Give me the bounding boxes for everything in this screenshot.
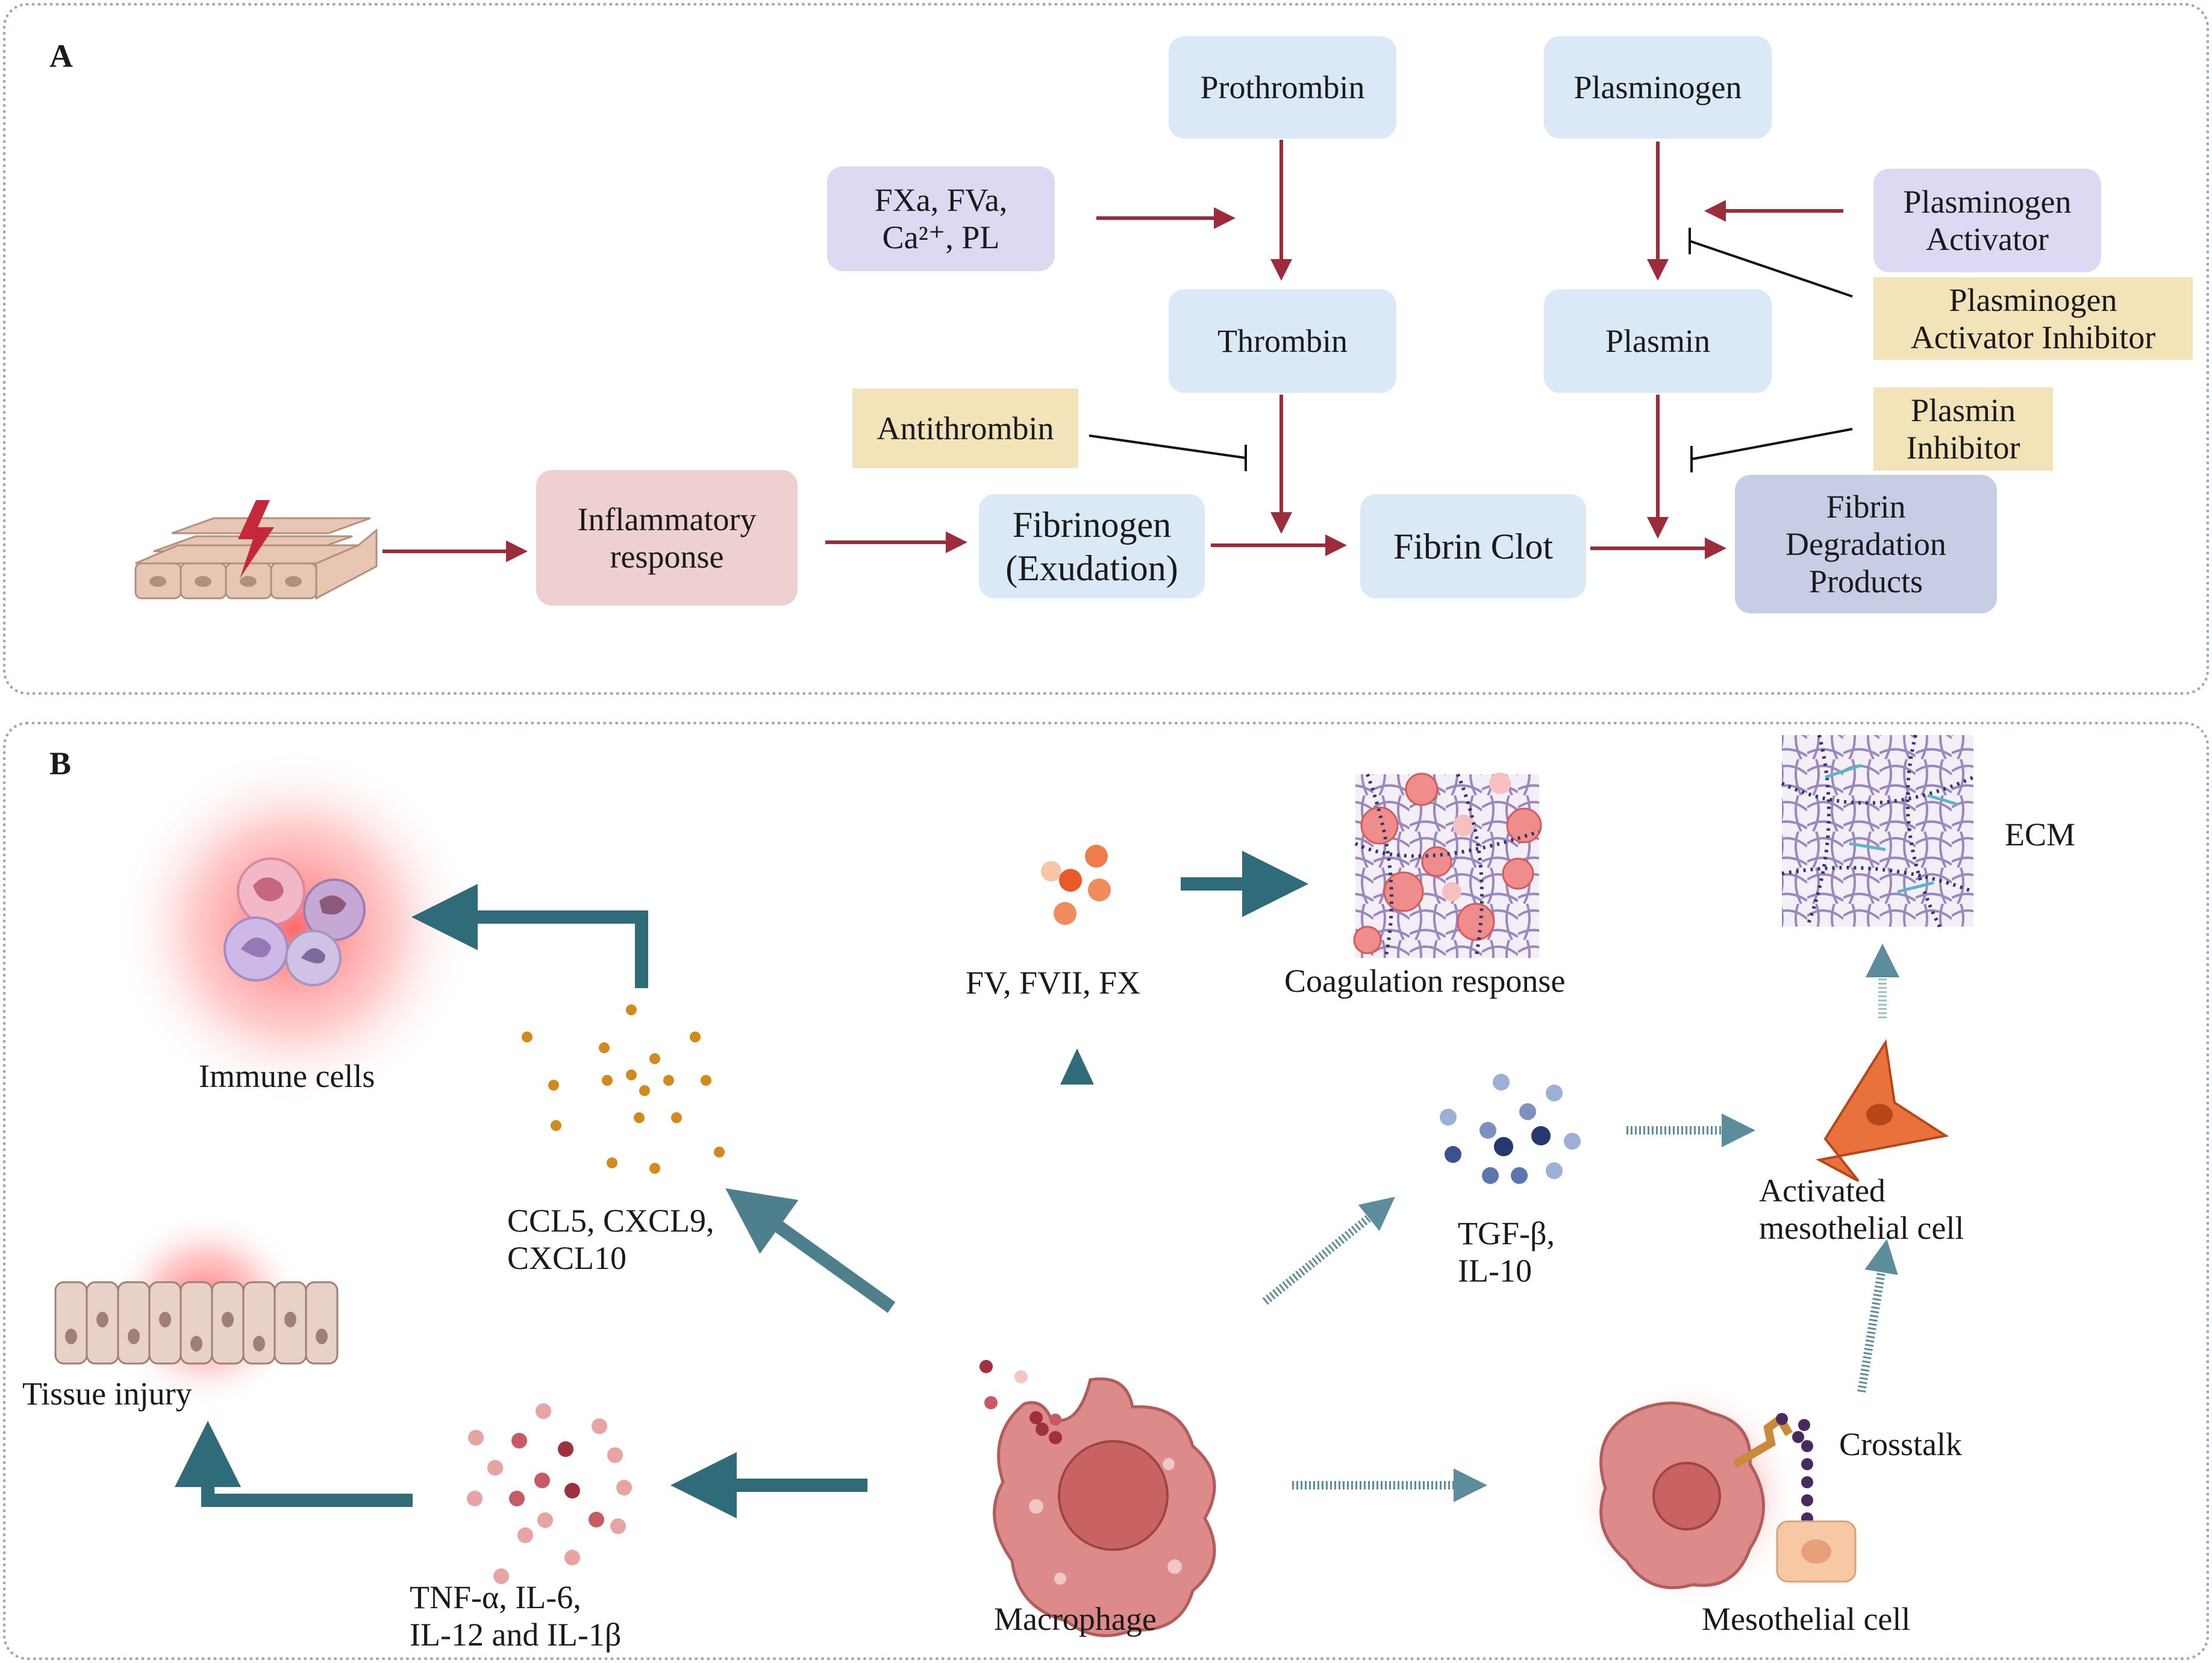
node-thrombin: Thrombin	[1169, 289, 1396, 393]
node-inflammatory-response: Inflammatory response	[536, 470, 798, 606]
arrow-macrophage-to-tgf	[1262, 1197, 1395, 1305]
label-immune-cells: Immune cells	[199, 1058, 375, 1094]
label-coagulation-factors: FV, FVII, FX	[966, 965, 1141, 1001]
label-ecm: ECM	[2005, 816, 2076, 853]
ecm-mesh-image	[1781, 734, 1975, 928]
node-fibrin-clot: Fibrin Clot	[1360, 494, 1586, 598]
immune-glow	[113, 747, 475, 1109]
node-plasminogen-activator-inhibitor: Plasminogen Activator Inhibitor	[1873, 277, 2193, 360]
panel-b-arrows	[175, 851, 1899, 1518]
tissue-injury-illustration	[54, 1281, 339, 1365]
label-crosstalk: Crosstalk	[1839, 1426, 1963, 1462]
node-plasminogen: Plasminogen	[1544, 36, 1772, 139]
arrow-macrophage-to-chemokines	[725, 1188, 896, 1313]
activated-mesothelial-cell	[1816, 1039, 1949, 1182]
label-coagulation-response: Coagulation response	[1284, 963, 1566, 999]
label-cytokines: TNF-α, IL-6, IL-12 and IL-1β	[410, 1579, 622, 1653]
node-antithrombin: Antithrombin	[852, 389, 1078, 468]
node-fxa-fva: FXa, FVa, Ca²⁺, PL	[827, 166, 1055, 271]
label-tgf-il10: TGF-β, IL-10	[1458, 1215, 1555, 1289]
immune-cells-illustration	[223, 857, 366, 986]
label-activated-mesothelial-cell: Activated mesothelial cell	[1759, 1173, 1964, 1246]
node-plasmin-inhibitor: Plasmin Inhibitor	[1873, 387, 2053, 471]
arrow-cytokines-to-tissue	[175, 1421, 413, 1507]
coagulation-mesh-image	[1353, 772, 1542, 959]
inhibit-antithrombin	[1089, 434, 1246, 459]
node-prothrombin: Prothrombin	[1169, 36, 1396, 139]
panel-a-arrows	[383, 140, 1853, 562]
node-plasmin: Plasmin	[1544, 289, 1772, 393]
factor-dots	[1041, 845, 1111, 925]
tgf-dots	[1440, 1074, 1581, 1184]
epithelium-injury-illustration	[134, 500, 378, 600]
lightning-icon	[238, 500, 274, 578]
panel-a-label: A	[49, 38, 73, 74]
cytokine-dots	[467, 1403, 632, 1584]
chemokine-dots	[522, 1004, 725, 1174]
panel-b-label: B	[49, 745, 72, 781]
macrophage-illustration	[979, 1360, 1216, 1638]
label-macrophage: Macrophage	[994, 1601, 1157, 1637]
panel-a-frame	[3, 3, 2209, 695]
arrow-macrophage-to-factors-head	[1060, 1048, 1094, 1085]
arrow-mesothelial-to-activated	[1857, 1239, 1898, 1393]
label-tissue-injury: Tissue injury	[22, 1376, 192, 1412]
label-mesothelial-cell: Mesothelial cell	[1702, 1601, 1911, 1637]
arrow-chemokines-to-immune	[411, 884, 648, 988]
mesothelial-crosstalk-illustration	[1599, 1401, 1857, 1589]
node-fibrinogen: Fibrinogen (Exudation)	[979, 494, 1205, 598]
panel-b-frame	[3, 722, 2209, 1660]
node-plasminogen-activator: Plasminogen Activator	[1873, 169, 2101, 272]
node-fibrin-degradation-products: Fibrin Degradation Products	[1735, 475, 1997, 613]
inhibit-pai	[1689, 240, 1853, 298]
label-chemokines: CCL5, CXCL9, CXCL10	[507, 1203, 714, 1276]
inhibit-plasmin-inhibitor	[1691, 428, 1853, 460]
